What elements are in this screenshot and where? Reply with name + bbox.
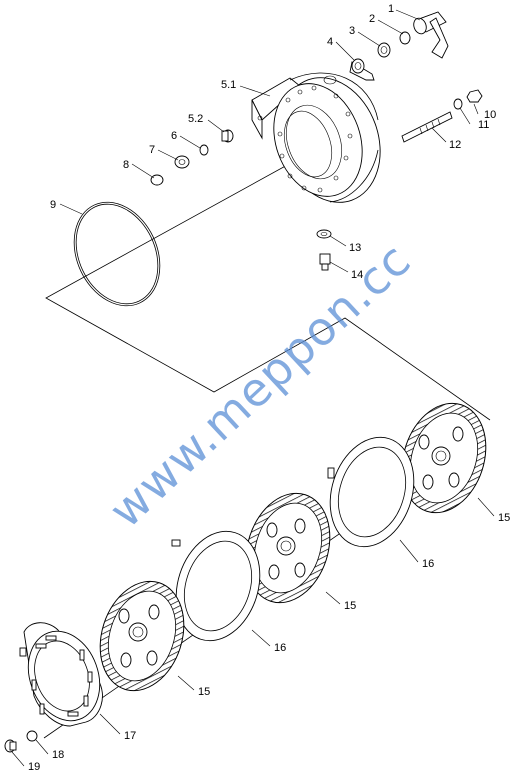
label-part-7: 7 (149, 144, 155, 156)
label-part-16-lower: 16 (274, 642, 286, 654)
housing-5-1 (251, 72, 381, 203)
leader-lines (11, 9, 495, 767)
washer-part-3 (377, 42, 391, 58)
piston-part-17 (19, 622, 103, 727)
label-part-5-2: 5.2 (188, 113, 203, 125)
label-part-12: 12 (449, 139, 461, 151)
label-part-15-middle: 15 (344, 600, 356, 612)
nut-part-10 (466, 89, 483, 103)
oring-part-9 (73, 201, 161, 307)
friction-disc-15-top (401, 402, 487, 514)
label-part-4: 4 (327, 36, 333, 48)
label-part-2: 2 (369, 13, 375, 25)
label-part-15-top: 15 (498, 512, 510, 524)
steel-plate-16-upper (327, 436, 415, 548)
label-part-13: 13 (349, 242, 361, 254)
arm-part-4 (349, 58, 375, 81)
ball-part-18 (26, 730, 38, 742)
label-part-11: 11 (478, 119, 489, 131)
label-part-3: 3 (349, 25, 355, 37)
assembly-plane-upper (45, 157, 491, 421)
label-part-10: 10 (484, 109, 496, 121)
ring-part-2 (399, 31, 411, 45)
oring-part-6 (199, 144, 209, 156)
washer-part-11 (453, 98, 463, 110)
label-part-17: 17 (124, 730, 136, 742)
lever-part-1 (413, 11, 449, 59)
label-part-19: 19 (28, 761, 40, 772)
steel-plate-16-lower (171, 530, 261, 642)
label-part-15-bottom: 15 (198, 686, 210, 698)
label-part-9: 9 (50, 199, 56, 211)
washer-part-7 (174, 155, 190, 169)
friction-disc-15-middle (245, 492, 331, 604)
label-part-14: 14 (351, 269, 363, 281)
ring-part-8 (150, 174, 164, 186)
label-part-16-upper: 16 (422, 558, 434, 570)
friction-disc-15-bottom (99, 580, 185, 692)
plug-part-19 (4, 739, 17, 753)
washer-part-13 (316, 229, 332, 239)
label-part-8: 8 (123, 159, 129, 171)
bleeder-part-14 (319, 253, 331, 271)
label-part-5-1: 5.1 (221, 79, 236, 91)
stud-part-12 (401, 111, 453, 143)
label-part-18: 18 (52, 749, 64, 761)
label-part-1: 1 (388, 3, 394, 15)
label-part-6: 6 (171, 130, 177, 142)
part-labels: 1 2 3 4 5.1 5.2 6 7 8 9 10 11 12 13 14 1… (28, 3, 510, 772)
